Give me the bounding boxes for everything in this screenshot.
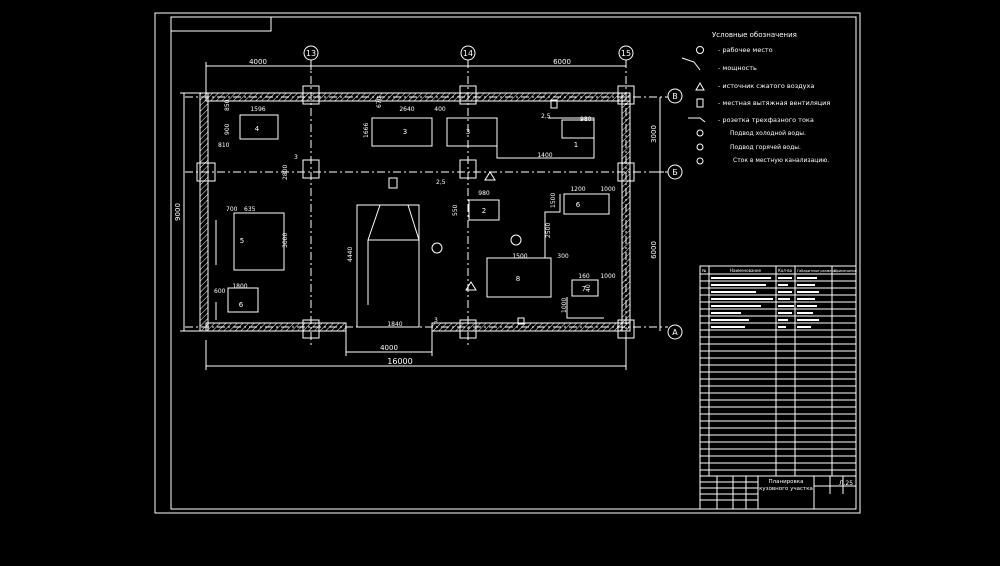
svg-text:850: 850 — [224, 99, 231, 111]
svg-text:2500: 2500 — [545, 223, 552, 238]
equipment-number: 7 — [582, 285, 586, 293]
svg-text:3: 3 — [294, 154, 298, 161]
equipment-outlines — [215, 99, 610, 328]
equipment-number: 8 — [516, 275, 520, 283]
title-line-1: Планировка — [769, 479, 804, 485]
legend-item: Сток в местную канализацию. — [733, 157, 829, 164]
svg-text:40: 40 — [585, 284, 592, 292]
svg-text:980: 980 — [580, 116, 592, 123]
svg-text:160: 160 — [578, 273, 590, 280]
svg-text:1400: 1400 — [537, 152, 552, 159]
axis-label-15: 15 — [621, 49, 631, 58]
svg-text:1596: 1596 — [250, 106, 265, 113]
axis-label-b: Б — [672, 168, 678, 177]
wall-left — [199, 92, 209, 332]
specification-table: № Наименование Кол-во Габаритные размеры… — [699, 265, 857, 477]
legend-item: - мощность — [718, 64, 757, 72]
legend-item: Подвод холодной воды. — [730, 130, 806, 137]
axis-label-13: 13 — [306, 49, 316, 58]
svg-text:3: 3 — [434, 317, 438, 324]
spec-header: Кол-во — [778, 268, 793, 273]
equipment-number: 3 — [403, 128, 407, 136]
legend-item: - розетка трехфазного тока — [718, 116, 814, 124]
svg-text:635: 635 — [244, 206, 256, 213]
svg-text:3000: 3000 — [282, 233, 289, 248]
svg-text:1000: 1000 — [600, 273, 615, 280]
svg-text:810: 810 — [218, 142, 230, 149]
equipment-numbers: 4 3 3 1 2 5 6 6 8 7 — [239, 125, 586, 309]
equipment-number: 6 — [576, 201, 581, 209]
spec-filled-rows — [711, 277, 819, 328]
equipment-number: 2 — [482, 207, 486, 215]
legend-item: - источник сжатого воздуха — [718, 82, 814, 90]
legend-item: - местная вытяжная вентиляция — [718, 99, 830, 107]
dim-right-lower: 6000 — [650, 241, 658, 259]
axis-label-a: А — [672, 328, 678, 337]
interior-dimensions: 1596 850 900 810 2800 2640 400 1666 670 … — [214, 96, 616, 328]
axis-lines — [185, 60, 668, 345]
dim-top-left: 4000 — [249, 58, 267, 66]
dim-bottom-opening: 4000 — [380, 344, 398, 352]
svg-text:2,5: 2,5 — [541, 113, 551, 120]
spec-header: Примечание — [834, 269, 857, 273]
svg-text:900: 900 — [224, 123, 231, 135]
svg-text:700: 700 — [226, 206, 238, 213]
legend-item: Подвод горячей воды. — [730, 144, 801, 151]
svg-text:300: 300 — [557, 253, 569, 260]
sheet-number: Л.25 — [839, 480, 853, 487]
outer-dimensions — [180, 62, 664, 370]
spec-header: № — [702, 268, 706, 273]
svg-text:400: 400 — [434, 106, 446, 113]
structural-columns — [196, 85, 635, 339]
axis-label-14: 14 — [463, 49, 473, 58]
svg-text:1666: 1666 — [363, 123, 370, 138]
title-line-2: кузовного участка — [759, 486, 813, 492]
corner-stamp-box — [170, 16, 272, 32]
equipment-number: 5 — [240, 237, 244, 245]
svg-text:1840: 1840 — [387, 321, 402, 328]
svg-text:2800: 2800 — [282, 165, 289, 180]
svg-text:2640: 2640 — [399, 106, 414, 113]
axis-bubbles: 13 14 15 В Б А — [303, 45, 683, 340]
svg-text:1200: 1200 — [570, 186, 585, 193]
equipment-number: 3 — [466, 128, 470, 136]
svg-text:1500: 1500 — [512, 253, 527, 260]
svg-text:4440: 4440 — [347, 247, 354, 262]
sheet-inner-border — [170, 16, 857, 510]
svg-text:550: 550 — [452, 204, 459, 216]
svg-text:1500: 1500 — [550, 193, 557, 208]
dim-left-height: 9000 — [174, 203, 182, 221]
svg-text:1000: 1000 — [600, 186, 615, 193]
equipment-number: 6 — [239, 301, 244, 309]
svg-text:1000: 1000 — [561, 298, 568, 313]
svg-text:670: 670 — [376, 96, 383, 108]
equipment-number: 4 — [255, 125, 260, 133]
dim-overall-width: 16000 — [387, 357, 412, 366]
dim-right-upper: 3000 — [650, 125, 658, 143]
svg-text:980: 980 — [478, 190, 490, 197]
axis-label-v: В — [672, 92, 678, 101]
legend-title: Условные обозначения — [712, 31, 797, 39]
legend: Условные обозначения - рабочее место - м… — [681, 31, 830, 165]
legend-item: - рабочее место — [718, 46, 773, 54]
spec-header: Габаритные размеры — [797, 269, 837, 273]
dim-top-right: 6000 — [553, 58, 571, 66]
svg-text:600: 600 — [214, 288, 226, 295]
svg-text:1800: 1800 — [232, 283, 247, 290]
title-block: Планировка кузовного участка Л.25 — [699, 475, 857, 510]
equipment-number: 1 — [574, 141, 578, 149]
spec-header: Наименование — [730, 268, 762, 273]
sheet-outer-border — [154, 12, 861, 514]
svg-text:2,5: 2,5 — [436, 179, 446, 186]
